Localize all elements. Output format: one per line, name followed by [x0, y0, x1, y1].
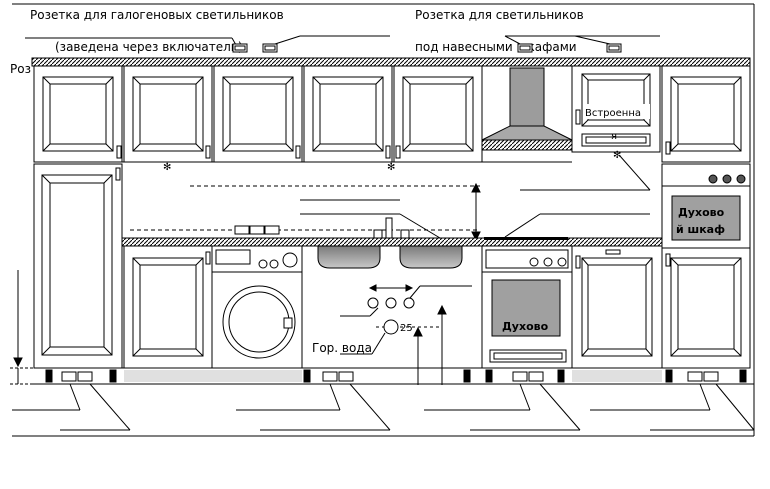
builtin-label-2: я [611, 131, 617, 142]
top-cornice [31, 57, 751, 67]
faucet [373, 217, 410, 239]
bottom-outlets [61, 371, 719, 382]
outlet-lights-2 [606, 43, 622, 53]
builtin-label-bg [584, 104, 650, 119]
sinks [317, 245, 463, 269]
oven-cabinet-label-2: й шкаф [676, 223, 725, 236]
top-leader-lines [25, 35, 660, 46]
outlet-halogen [232, 43, 248, 53]
plumbing [340, 284, 472, 385]
lamp-icon-3: ✻ [613, 150, 621, 161]
right-oven-column [661, 163, 751, 249]
lamp-icon-1: ✻ [163, 162, 171, 173]
left-dimensions [10, 270, 34, 385]
countertop [121, 237, 663, 247]
range-hood [481, 67, 573, 141]
builtin-label-1: Встроенна [585, 108, 641, 119]
lights-outlet-label: Розетка для светильников [415, 8, 584, 22]
hood-shelf [481, 139, 573, 151]
oven-label: Духово [502, 320, 549, 333]
backsplash-outlets [234, 225, 280, 235]
cooktop [484, 237, 568, 240]
pipe-size-label: 25 [400, 323, 413, 334]
tall-left-cabinet [33, 163, 123, 369]
outlet-lights [517, 43, 533, 53]
outlet-halogen-2 [262, 43, 278, 53]
oven-cabinet-label-1: Духово [678, 206, 725, 219]
lower-cabinets [123, 245, 751, 369]
hot-water-label: Гор. вода [312, 341, 372, 355]
outer-frame [12, 3, 755, 437]
left-outlet-label-cut: Роз [10, 62, 31, 76]
halogen-outlet-label: Розетка для галогеновых светильников [30, 8, 284, 22]
plinth [30, 367, 754, 385]
bottom-leader-lines [12, 383, 755, 431]
lamp-icon-2: ✻ [387, 162, 395, 173]
halogen-note-label: (заведена через включатель) [55, 40, 243, 54]
lights-note-label: под навесными шкафами [415, 40, 577, 54]
